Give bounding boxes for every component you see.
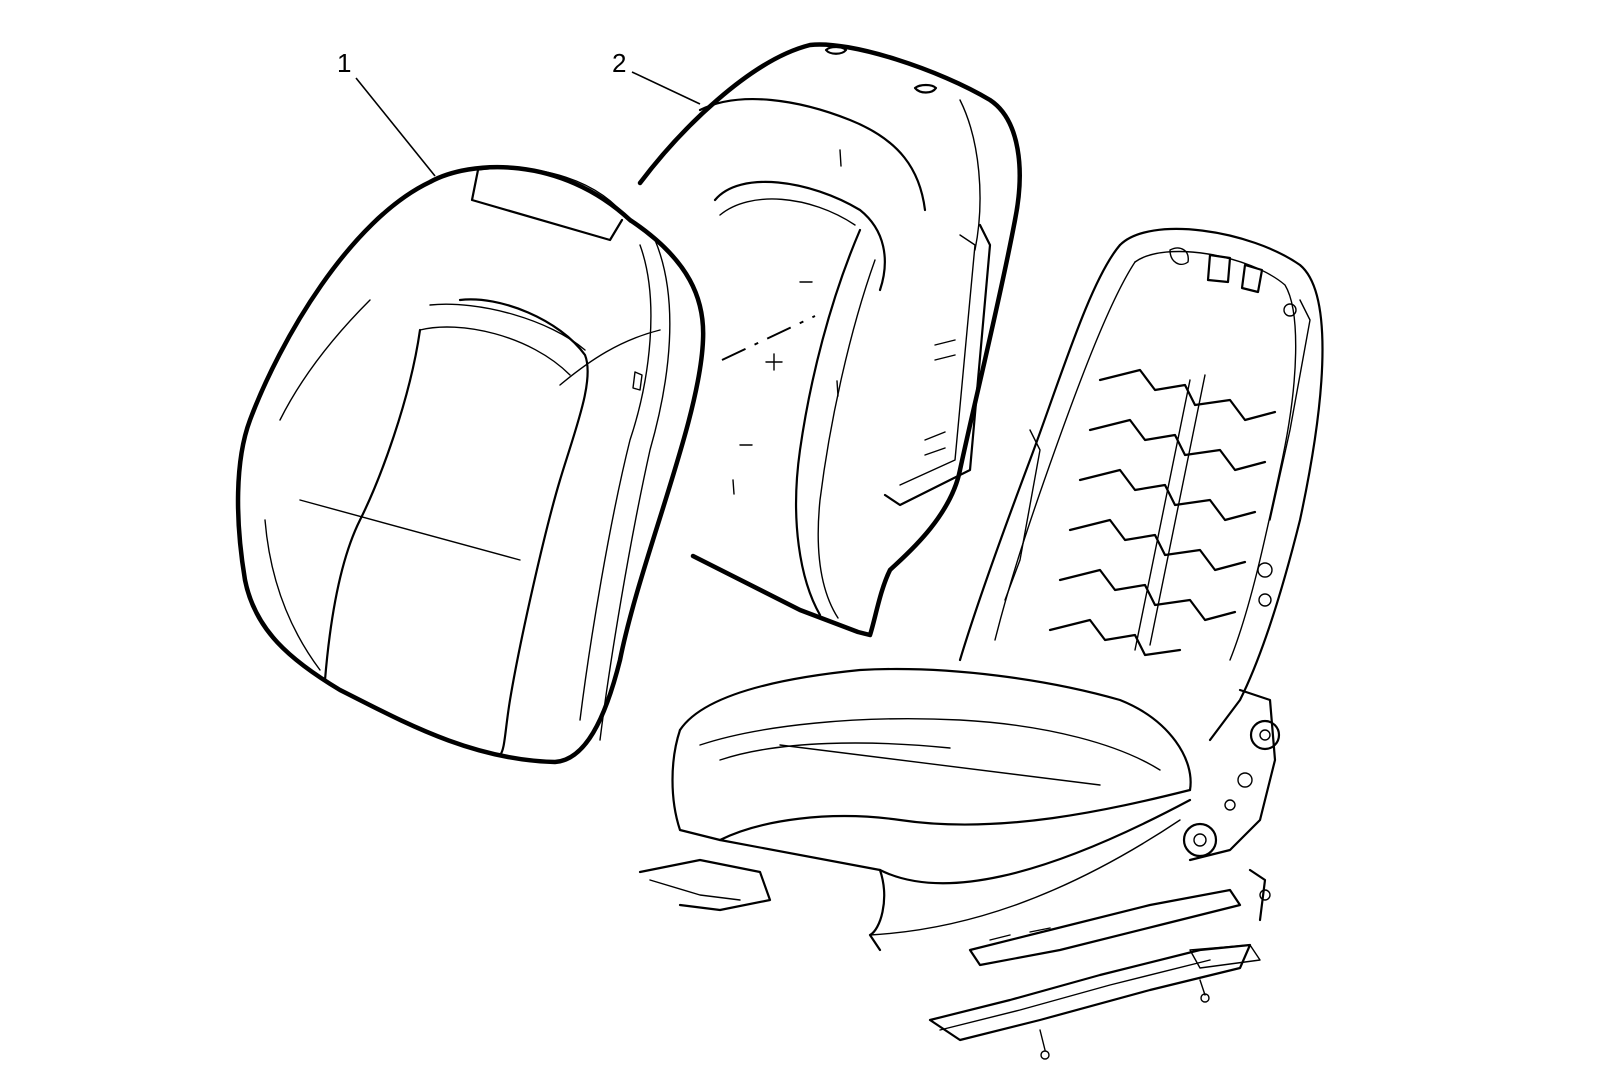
callout-2-leader: [631, 71, 701, 105]
seat-back-pad: [637, 42, 1022, 638]
recliner-mechanism: [1182, 688, 1281, 862]
callout-1-leader: [355, 77, 436, 177]
back-springs: [1048, 368, 1277, 657]
seat-frame-assembly: [638, 227, 1324, 1060]
callout-label-1: 1: [337, 48, 352, 78]
seat-cushion: [671, 667, 1192, 952]
seat-back-cover: [235, 164, 706, 765]
seat-track: [638, 858, 1271, 1060]
alignment-line: [721, 315, 816, 361]
callout-label-2: 2: [612, 48, 627, 78]
